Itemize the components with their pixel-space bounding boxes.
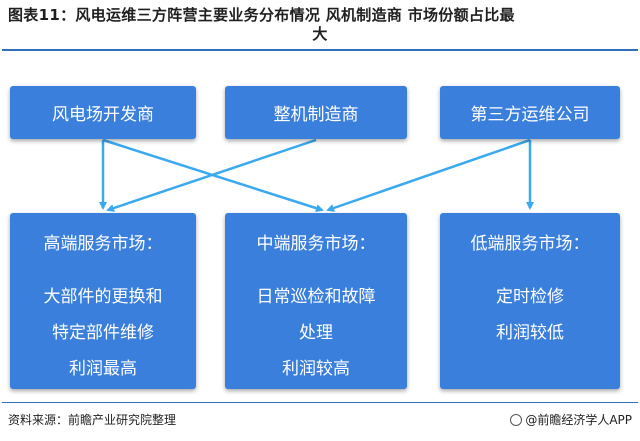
title-divider: [2, 49, 638, 51]
source-note: 资料来源：前瞻产业研究院整理: [8, 413, 177, 427]
brand-credit: @前瞻经济学人APP: [510, 411, 632, 428]
box-turbine-manufacturer: 整机制造商: [225, 86, 407, 139]
description-line: 大部件的更换和: [43, 287, 163, 307]
box-wind-farm-developer: 风电场开发商: [10, 86, 196, 139]
market-heading: 低端服务市场：: [470, 234, 590, 254]
arrow-thirdparty-to-mid: [326, 138, 531, 212]
brand-text: @前瞻经济学人APP: [525, 413, 632, 427]
description-line: 利润较高: [282, 359, 350, 379]
box-label: 风电场开发商: [52, 105, 154, 125]
description-line: 日常巡检和故障: [256, 287, 376, 307]
chart-title: 图表11：风电运维三方阵营主要业务分布情况 风机制造商 市场份额占比最 大: [8, 6, 632, 44]
box-label: 第三方运维公司: [470, 105, 590, 125]
description-line: 利润较低: [496, 323, 564, 343]
market-description: 定时检修 利润较低: [440, 279, 620, 351]
market-heading: 高端服务市场：: [43, 234, 163, 254]
box-label: 整机制造商: [273, 105, 359, 125]
box-mid-end-market: 中端服务市场： 日常巡检和故障 处理 利润较高: [225, 213, 407, 389]
brand-logo-icon: [510, 413, 523, 426]
description-line: 利润最高: [69, 359, 137, 379]
market-description: 大部件的更换和 特定部件维修 利润最高: [10, 279, 196, 387]
title-line-1: 图表11：风电运维三方阵营主要业务分布情况 风机制造商 市场份额占比最: [8, 6, 515, 24]
box-high-end-market: 高端服务市场： 大部件的更换和 特定部件维修 利润最高: [10, 213, 196, 389]
description-line: 处理: [299, 323, 333, 343]
market-heading: 中端服务市场：: [256, 234, 376, 254]
title-line-2: 大: [312, 25, 328, 43]
description-line: 定时检修: [496, 287, 564, 307]
arrow-manufacturer-to-high: [106, 138, 317, 212]
market-description: 日常巡检和故障 处理 利润较高: [225, 279, 407, 387]
box-low-end-market: 低端服务市场： 定时检修 利润较低: [440, 213, 620, 389]
box-third-party-om: 第三方运维公司: [440, 86, 620, 139]
description-line: 特定部件维修: [52, 323, 154, 343]
footer-divider: [2, 402, 638, 403]
